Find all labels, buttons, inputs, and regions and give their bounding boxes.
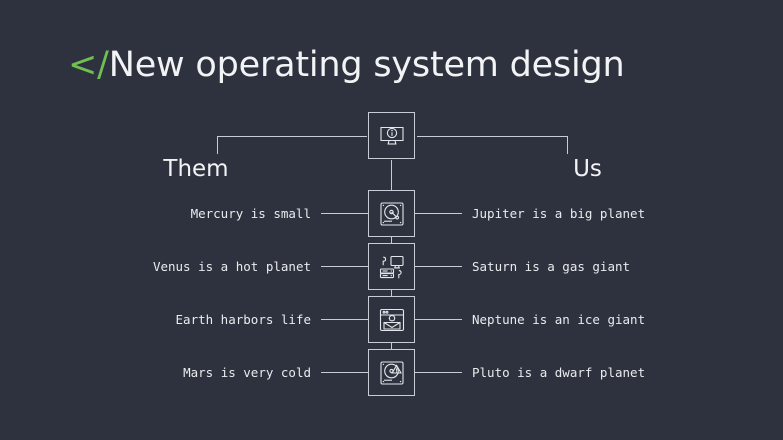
page-title: </New operating system design	[68, 48, 625, 83]
row-label-right-4: Pluto is a dwarf planet	[472, 365, 646, 380]
node-row-4[interactable]	[368, 349, 415, 396]
row-label-right-3: Neptune is an ice giant	[472, 312, 646, 327]
node-row-1[interactable]	[368, 190, 415, 237]
connector-stub-right-3	[415, 319, 462, 320]
column-heading-us: Us	[573, 156, 602, 182]
connector-bracket-vertical-right	[567, 136, 568, 154]
connector-bracket-horizontal-left	[217, 136, 367, 137]
hard-disk-drive-icon	[377, 199, 407, 229]
row-label-left-4: Mars is very cold	[183, 365, 311, 380]
node-root[interactable]	[368, 112, 415, 159]
connector-stub-left-2	[321, 266, 368, 267]
column-heading-them: Them	[163, 156, 229, 182]
mail-settings-window-icon	[377, 305, 407, 335]
row-label-right-1: Jupiter is a big planet	[472, 206, 646, 221]
connector-stub-left-3	[321, 319, 368, 320]
code-tag-prefix: </	[68, 45, 109, 85]
connector-stub-right-2	[415, 266, 462, 267]
node-row-3[interactable]	[368, 296, 415, 343]
server-workstation-icon	[377, 252, 407, 282]
row-label-left-3: Earth harbors life	[175, 312, 311, 327]
page-title-text: New operating system design	[108, 45, 625, 85]
row-label-right-2: Saturn is a gas giant	[472, 259, 631, 274]
connector-stub-right-1	[415, 213, 462, 214]
connector-stub-left-4	[321, 372, 368, 373]
row-label-left-2: Venus is a hot planet	[152, 259, 311, 274]
connector-bracket-vertical-left	[217, 136, 218, 154]
connector-bracket-horizontal-right	[417, 136, 567, 137]
connector-stub-right-4	[415, 372, 462, 373]
disk-error-warning-icon	[377, 358, 407, 388]
row-label-left-1: Mercury is small	[190, 206, 311, 221]
connector-stub-left-1	[321, 213, 368, 214]
node-row-2[interactable]	[368, 243, 415, 290]
monitor-info-icon	[377, 121, 407, 151]
